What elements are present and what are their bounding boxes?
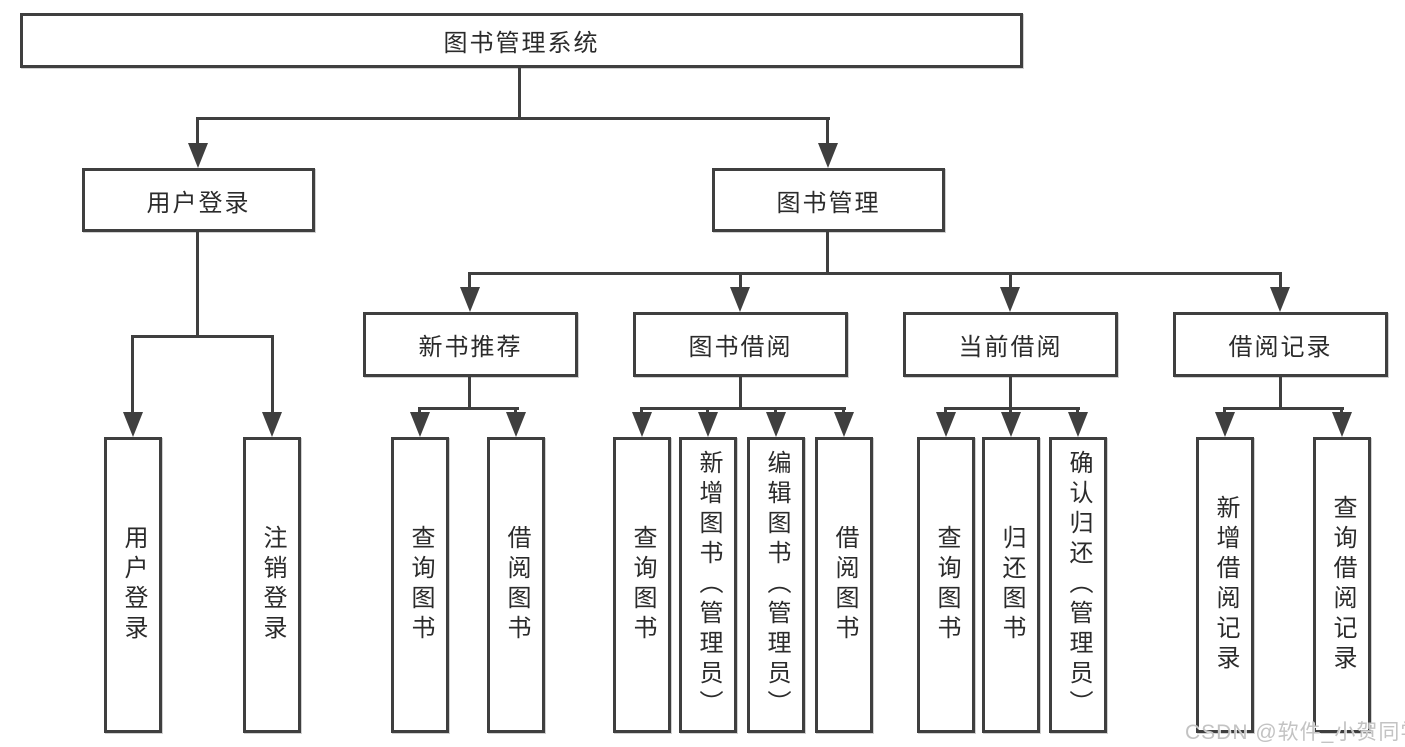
leaf-label: 编辑图书（管理员） [763, 450, 790, 720]
connector-line [944, 407, 1080, 410]
connector-line [826, 117, 829, 148]
leaf-query-books-current: 查询图书 [917, 437, 975, 733]
arrow-down-icon [506, 412, 526, 437]
node-label: 当前借阅 [958, 334, 1063, 361]
node-current-borrowing: 当前借阅 [903, 312, 1118, 377]
connector-line [131, 335, 134, 415]
arrow-down-icon [730, 287, 750, 312]
leaf-label: 借阅图书 [831, 525, 858, 645]
leaf-label: 用户登录 [120, 525, 147, 645]
arrow-down-icon [818, 143, 838, 168]
arrow-down-icon [698, 412, 718, 437]
leaf-add-borrow-record: 新增借阅记录 [1196, 437, 1254, 733]
node-library-management-system: 图书管理系统 [20, 13, 1023, 68]
leaf-label: 新增图书（管理员） [695, 450, 722, 720]
node-new-book-recommendation: 新书推荐 [363, 312, 578, 377]
leaf-label: 查询图书 [407, 525, 434, 645]
leaf-label: 查询借阅记录 [1329, 495, 1356, 675]
connector-line [271, 335, 274, 415]
connector-line [739, 272, 742, 290]
node-book-management: 图书管理 [712, 168, 945, 232]
arrow-down-icon [834, 412, 854, 437]
node-label: 用户登录 [146, 189, 251, 217]
leaf-label: 借阅图书 [503, 525, 530, 645]
node-label: 借阅记录 [1228, 334, 1333, 361]
connector-line [196, 117, 830, 120]
leaf-label: 新增借阅记录 [1212, 495, 1239, 675]
arrow-down-icon [460, 287, 480, 312]
connector-line [131, 335, 274, 338]
node-label: 图书管理系统 [443, 30, 600, 57]
connector-line [518, 68, 521, 120]
leaf-label: 归还图书 [998, 525, 1025, 645]
node-label: 新书推荐 [418, 334, 523, 361]
arrow-down-icon [1068, 412, 1088, 437]
node-user-login: 用户登录 [82, 168, 315, 232]
leaf-query-books-recommend: 查询图书 [391, 437, 449, 733]
connector-line [739, 377, 742, 410]
connector-line [1279, 272, 1282, 290]
watermark: CSDN @软件_小贺同学 [1185, 721, 1405, 744]
connector-line [468, 272, 1282, 275]
leaf-label: 查询图书 [933, 525, 960, 645]
arrow-down-icon [1000, 287, 1020, 312]
arrow-down-icon [1332, 412, 1352, 437]
node-label: 图书管理 [776, 189, 881, 217]
leaf-return-books: 归还图书 [982, 437, 1040, 733]
leaf-query-books-borrowing: 查询图书 [613, 437, 671, 733]
arrow-down-icon [1270, 287, 1290, 312]
arrow-down-icon [766, 412, 786, 437]
leaf-label: 查询图书 [629, 525, 656, 645]
connector-line [196, 117, 199, 148]
arrow-down-icon [632, 412, 652, 437]
arrow-down-icon [123, 412, 143, 437]
arrow-down-icon [1001, 412, 1021, 437]
leaf-user-login: 用户登录 [104, 437, 162, 733]
leaf-add-books-admin: 新增图书（管理员） [679, 437, 737, 733]
leaf-label: 确认归还（管理员） [1065, 450, 1092, 720]
leaf-edit-books-admin: 编辑图书（管理员） [747, 437, 805, 733]
leaf-confirm-return-admin: 确认归还（管理员） [1049, 437, 1107, 733]
node-borrowing-records: 借阅记录 [1173, 312, 1388, 377]
leaf-borrow-books-borrowing: 借阅图书 [815, 437, 873, 733]
connector-line [468, 272, 471, 290]
leaf-borrow-books-recommend: 借阅图书 [487, 437, 545, 733]
leaf-logout: 注销登录 [243, 437, 301, 733]
leaf-query-borrow-record: 查询借阅记录 [1313, 437, 1371, 733]
connector-line [1009, 377, 1012, 410]
connector-line [1009, 272, 1012, 290]
connector-line [418, 407, 519, 410]
connector-line [640, 407, 846, 410]
arrow-down-icon [1215, 412, 1235, 437]
connector-line [826, 232, 829, 275]
node-label: 图书借阅 [688, 334, 793, 361]
node-book-borrowing: 图书借阅 [633, 312, 848, 377]
arrow-down-icon [188, 143, 208, 168]
arrow-down-icon [410, 412, 430, 437]
leaf-label: 注销登录 [259, 525, 286, 645]
connector-line [1279, 377, 1282, 410]
connector-line [468, 377, 471, 410]
arrow-down-icon [262, 412, 282, 437]
connector-line [196, 232, 199, 338]
arrow-down-icon [936, 412, 956, 437]
connector-line [1223, 407, 1344, 410]
